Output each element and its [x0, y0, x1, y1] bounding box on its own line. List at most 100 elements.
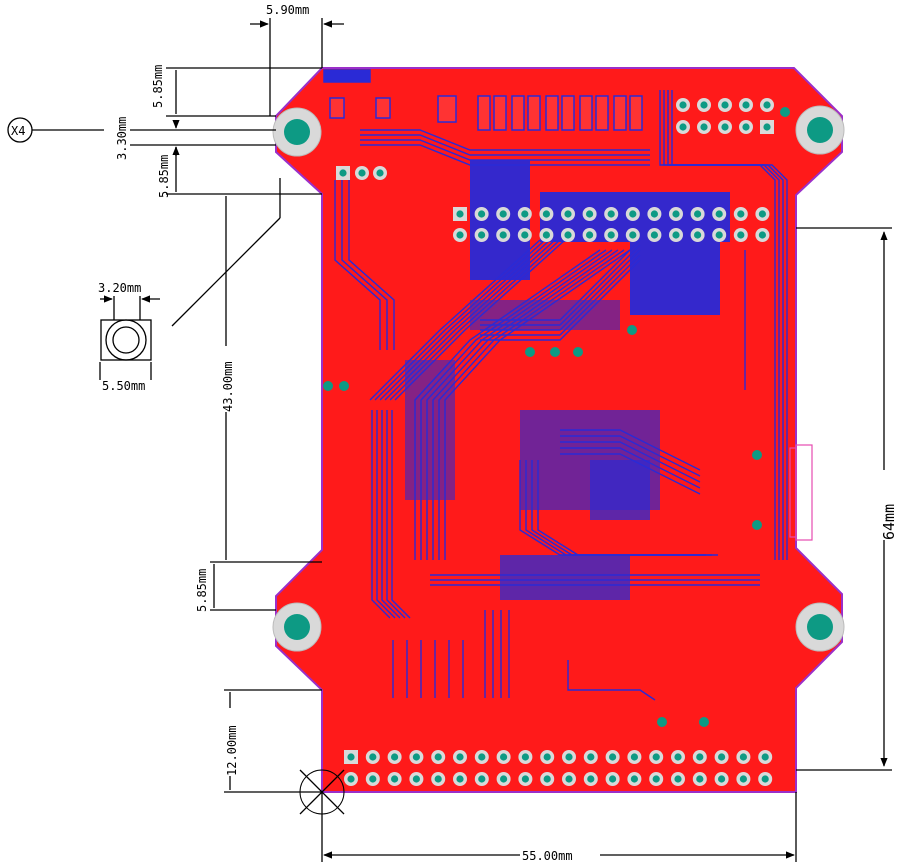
pin-hole [630, 753, 639, 761]
pin-hole [456, 231, 464, 239]
pin-hole [542, 210, 551, 218]
pin-hole [742, 101, 750, 109]
pin-hole [700, 123, 708, 131]
dim-hole-x-offset: 5.90mm [266, 3, 309, 17]
pin-hole [652, 775, 660, 783]
mounting-hole-center [284, 614, 310, 640]
pin-hole [607, 231, 615, 239]
pin-hole [456, 753, 464, 761]
pin-hole [339, 169, 347, 177]
trace-bundles [334, 90, 788, 701]
pin-hole [391, 753, 399, 761]
pin-hole [521, 753, 530, 761]
dim-top-edge-to-hole: 5.85mm [151, 65, 165, 108]
trace [348, 180, 395, 350]
via [752, 520, 762, 530]
trace [432, 249, 619, 560]
pin-hole [521, 210, 529, 218]
pin-hole [542, 231, 551, 239]
trace [480, 259, 641, 341]
pin-hole [739, 753, 748, 761]
pin-hole [499, 231, 507, 239]
pin-hole [650, 231, 659, 239]
pin-hole [412, 753, 420, 761]
via [627, 325, 637, 335]
mounting-hole-center [807, 614, 833, 640]
dim-wide-section-height: 64mm [880, 504, 898, 540]
pin-hole [630, 775, 639, 783]
mounting-hole-center [284, 119, 310, 145]
pin-hole [500, 775, 508, 783]
dim-board-width: 55.00mm [522, 849, 573, 863]
pin-hole [715, 231, 723, 239]
via [657, 717, 667, 727]
pin-hole [564, 210, 572, 218]
dim-lower-hole-offset: 5.85mm [195, 569, 209, 612]
pin-hole [564, 231, 572, 239]
trace [438, 249, 625, 560]
pin-hole [434, 775, 442, 783]
trace [560, 429, 701, 471]
pin-hole [609, 753, 617, 761]
dim-narrow-height: 43.00mm [221, 361, 235, 412]
trace [567, 660, 656, 701]
pin-hole [742, 123, 750, 131]
pin-hole [758, 231, 767, 239]
pin-hole [694, 210, 702, 218]
trace [560, 447, 701, 489]
pin-hole [586, 210, 594, 218]
trace [379, 239, 551, 401]
pin-hole [607, 210, 615, 218]
pin-hole [358, 169, 366, 177]
hole-outer-diameter-label: 5.50mm [102, 379, 145, 393]
trace [560, 441, 701, 483]
via [339, 381, 349, 391]
trace [384, 239, 556, 401]
pin-hole [650, 210, 659, 218]
via [780, 107, 790, 117]
trace [444, 249, 631, 560]
pin-hole [721, 123, 729, 131]
pin-hole [739, 775, 748, 783]
pin-hole [347, 753, 355, 761]
trace [360, 144, 650, 166]
trace [671, 90, 788, 560]
pin-hole [672, 210, 680, 218]
pin-hole [499, 210, 507, 218]
trace [374, 239, 546, 401]
trace [360, 134, 650, 156]
trace [480, 249, 641, 331]
pin-hole [763, 101, 771, 109]
via [525, 347, 535, 357]
hole-inner-diameter-label: 3.20mm [98, 281, 141, 295]
side-connector-outline [789, 444, 813, 541]
trace [341, 180, 388, 350]
trace [560, 453, 701, 495]
dim-header-height: 12.00mm [225, 725, 239, 776]
pin-hole [456, 775, 464, 783]
pin-hole [478, 231, 486, 239]
trace [360, 129, 650, 151]
pin-hole [718, 775, 726, 783]
via [699, 717, 709, 727]
hole-detail: 3.20mm 5.50mm [98, 281, 160, 393]
pin-hole [700, 101, 708, 109]
dim-hole-to-narrow: 5.85mm [157, 155, 171, 198]
pin-hole [565, 775, 573, 783]
mounting-holes [272, 105, 845, 652]
pin-hole [391, 775, 399, 783]
pin-hole [761, 753, 769, 761]
pin-hole [696, 753, 704, 761]
trace [394, 239, 566, 401]
pin-hole [347, 775, 355, 783]
pin-hole [543, 775, 551, 783]
pin-hole [609, 775, 617, 783]
header-pins [323, 98, 790, 786]
trace [334, 180, 381, 350]
pin-hole [679, 123, 687, 131]
pin-hole [761, 775, 769, 783]
trace [389, 239, 561, 401]
pin-hole [587, 753, 595, 761]
via [550, 347, 560, 357]
